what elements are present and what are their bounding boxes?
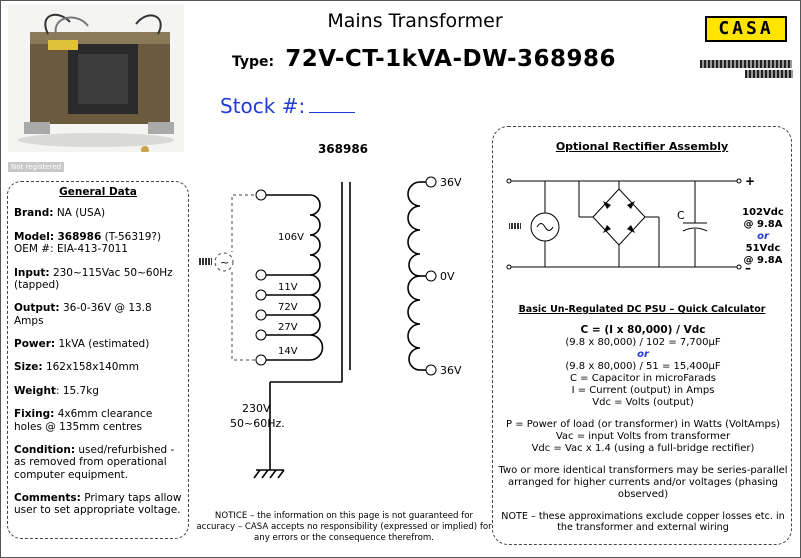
example-2: (9.8 x 80,000) / 51 = 15,400µF [565, 360, 721, 372]
type-row: Type: 72V-CT-1kVA-DW-368986 [232, 46, 616, 72]
series-note: Two or more identical transformers may b… [498, 464, 788, 500]
losses-note: NOTE – these approximations exclude copp… [501, 510, 785, 534]
size-field: Size: 162x158x140mm [14, 361, 139, 374]
disclaimer-notice: NOTICE – the information on this page is… [196, 511, 492, 544]
logo-stripe [700, 60, 792, 68]
tap-label-72v: 72V [278, 302, 298, 313]
model-field: Model: 368986 (T-56319?)OEM #: EIA-413-7… [14, 230, 162, 256]
def-c: C = Capacitor in microFarads [570, 372, 716, 384]
rectifier-panel: Optional Rectifier Assembly [492, 126, 792, 545]
general-data-heading: General Data [59, 186, 137, 198]
capacitor-label: C [677, 209, 685, 222]
page-title: Mains Transformer [327, 10, 503, 32]
tap-label-27v: 27V [278, 322, 298, 333]
calculator-title: Basic Un-Regulated DC PSU – Quick Calcul… [518, 304, 766, 315]
tap-label-106v: 106V [278, 232, 304, 243]
def-vdc: Vdc = Volts (output) [592, 396, 694, 408]
output-current-2: @ 9.8A [744, 255, 783, 266]
tap-label-11v: 11V [278, 282, 298, 293]
output-current-1: @ 9.8A [744, 219, 783, 230]
casa-logo: CASA [705, 16, 787, 42]
secondary-label-bottom: 36V [440, 364, 462, 377]
def-vac: Vac = input Volts from transformer [555, 430, 731, 442]
calculator-body: C = (I x 80,000) / Vdc (9.8 x 80,000) / … [497, 324, 789, 534]
not-registered-badge: Not registered [8, 162, 65, 172]
power-field: Power: 1kVA (estimated) [14, 338, 150, 350]
supply-voltage: 230V [242, 402, 271, 415]
brand-field: Brand: NA (USA) [14, 207, 106, 220]
output-field: Output: 36-0-36V @ 13.8 Amps [14, 302, 152, 327]
general-data-panel: General Data Brand: NA (USA) Model: 3689… [7, 181, 189, 539]
secondary-label-center: 0V [440, 270, 455, 283]
rectifier-schematic: C + – 102Vdc @ 9.8A or 51Vdc @ 9.8A [506, 174, 784, 275]
output-or: or [757, 231, 770, 242]
weight-field: Weight: 15.7kg [14, 384, 99, 397]
minus-terminal: – [745, 261, 751, 275]
def-vdc2: Vdc = Vac x 1.4 (using a full-bridge rec… [531, 442, 755, 454]
example-1: (9.8 x 80,000) / 102 = 7,700µF [565, 336, 721, 348]
comments-field: Comments: Primary taps allow user to set… [14, 492, 182, 517]
calc-or: or [637, 348, 649, 360]
supply-frequency: 50~60Hz. [230, 417, 285, 430]
fixing-field: Fixing: 4x6mm clearance holes @ 135mm ce… [14, 408, 153, 433]
input-field: Input: 230~115Vac 50~60Hz (tapped) [14, 266, 173, 291]
rectifier-title: Optional Rectifier Assembly [555, 140, 729, 153]
condition-field: Condition: used/refurbished - as removed… [14, 443, 175, 481]
stock-label: Stock #: [220, 94, 306, 118]
oem-field: OEM #: EIA-413-7011 [14, 243, 128, 256]
output-voltage-1: 102Vdc [742, 207, 784, 218]
type-label: Type: [232, 54, 275, 70]
output-voltage-2: 51Vdc [746, 243, 781, 254]
tap-label-14v: 14V [278, 346, 298, 357]
transformer-photo [8, 4, 184, 152]
transformer-schematic: ~ 106V 11V 72V 27V 14V 36V 0V 36V 230V 5… [198, 176, 462, 479]
stock-blank [309, 99, 356, 113]
supply-source-icon: ~ [220, 256, 229, 269]
secondary-label-top: 36V [440, 176, 462, 189]
part-number: 368986 [317, 142, 369, 156]
capacitor-formula: C = (I x 80,000) / Vdc [580, 324, 706, 336]
type-value: 72V-CT-1kVA-DW-368986 [285, 46, 617, 72]
def-i: I = Current (output) in Amps [571, 384, 715, 396]
logo-stripe-short [745, 70, 793, 78]
plus-terminal: + [745, 174, 755, 188]
def-p: P = Power of load (or transformer) in Wa… [506, 418, 780, 430]
stock-number: Stock #: [220, 94, 356, 118]
